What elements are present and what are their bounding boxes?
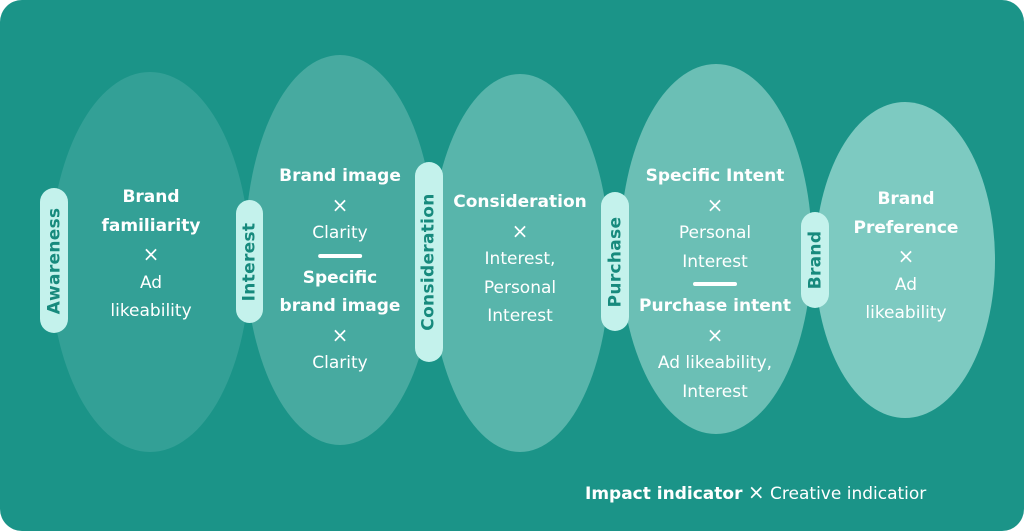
stage-label-consideration: Consideration [415,162,443,362]
stage-text-line: Ad [894,274,918,295]
stage-text-line: Consideration [453,192,587,212]
stage-label-interest: Interest [236,200,263,323]
stage-text-line: familiarity [101,215,201,236]
times-icon: × [706,322,724,347]
stage-text-line: Brand [122,187,180,207]
legend: Impact indicator × Creative indicatior [585,480,926,504]
stage-text-line: likeability [865,303,947,323]
stage-text-line: Interest, [484,249,556,269]
stage-text-line: Ad likeability, [657,353,773,373]
separator [692,282,737,286]
stage-ellipse-interest [245,55,435,445]
stage-text-line: brand image [279,296,401,316]
stage-text-line: likeability [110,301,192,321]
stage-text-line: Personal [483,277,557,298]
times-icon: × [897,244,915,268]
stage-text-line: Ad [139,272,163,293]
legend-impact: Impact indicator [585,484,743,504]
stage-ellipse-consideration [430,74,610,452]
stage-ellipse-purchase [620,64,812,434]
stage-label-purchase: Purchase [601,192,629,331]
legend-times: × [747,480,765,504]
stage-ellipse-awareness [50,72,250,452]
times-icon: × [706,192,724,217]
stage-ellipse-brand [815,102,995,418]
legend-creative: Creative indicatior [770,484,927,504]
stage-label-awareness: Awareness [40,188,68,333]
stage-label-brand: Brand [801,212,829,308]
times-icon: × [511,218,529,243]
stage-text-line: Clarity [312,223,368,243]
stage-text-line: Brand image [279,166,401,186]
stage-text-line: Specific [302,267,378,288]
stage-text-line: Interest [682,251,748,272]
stage-text-line: Interest [487,306,553,326]
awareness-text: Brand familiarity × Ad likeability [102,183,201,326]
times-icon: × [331,322,349,347]
times-icon: × [331,192,349,217]
separator [318,253,362,258]
stage-text-line: Personal [678,223,752,243]
stage-text-line: Interest [682,381,748,402]
stage-text-line: Specific Intent [645,166,785,186]
stage-text-line: Purchase intent [639,296,791,316]
stage-text-line: Brand [877,189,935,209]
stage-text-line: Preference [853,217,959,238]
times-icon: × [142,242,160,266]
stage-text-line: Clarity [312,353,368,373]
